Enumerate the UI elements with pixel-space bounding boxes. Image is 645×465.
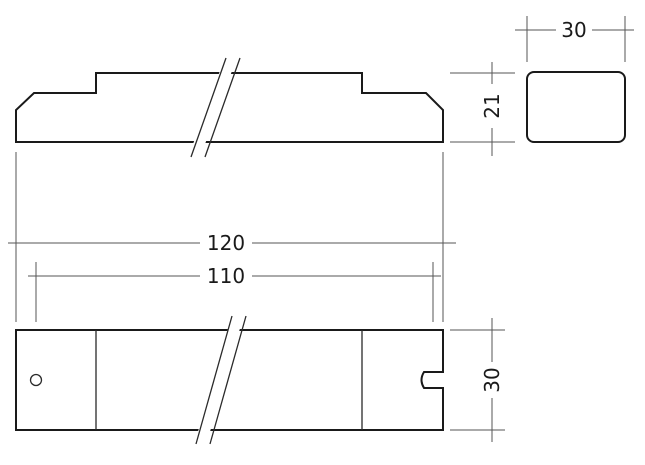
dimension-width-bottom-view: 30	[450, 318, 505, 442]
label-30-end-view: 30	[561, 18, 586, 42]
dimension-overall-length: 120	[8, 152, 456, 322]
dimension-mounting-distance: 110	[28, 262, 441, 322]
side-view-outline	[15, 72, 444, 143]
bottom-view-break-line-left	[195, 315, 233, 445]
bottom-view-break-gap	[195, 318, 243, 442]
side-view-break-line-left	[190, 57, 227, 158]
bottom-view-break-line-right	[209, 315, 247, 445]
end-view-outline	[526, 71, 626, 143]
label-110: 110	[207, 264, 245, 288]
side-view	[15, 57, 444, 158]
side-view-break-gap	[189, 60, 236, 155]
end-view	[526, 71, 626, 143]
dimension-width-end-view: 30	[515, 16, 634, 62]
bottom-view-outline	[15, 329, 444, 431]
bottom-view	[15, 315, 444, 445]
label-21: 21	[480, 93, 504, 118]
mounting-hole-icon	[29, 373, 43, 387]
label-30-bottom-view: 30	[480, 367, 504, 392]
dimension-height: 21	[450, 62, 515, 156]
label-120: 120	[207, 231, 245, 255]
side-view-break-line-right	[204, 57, 241, 158]
